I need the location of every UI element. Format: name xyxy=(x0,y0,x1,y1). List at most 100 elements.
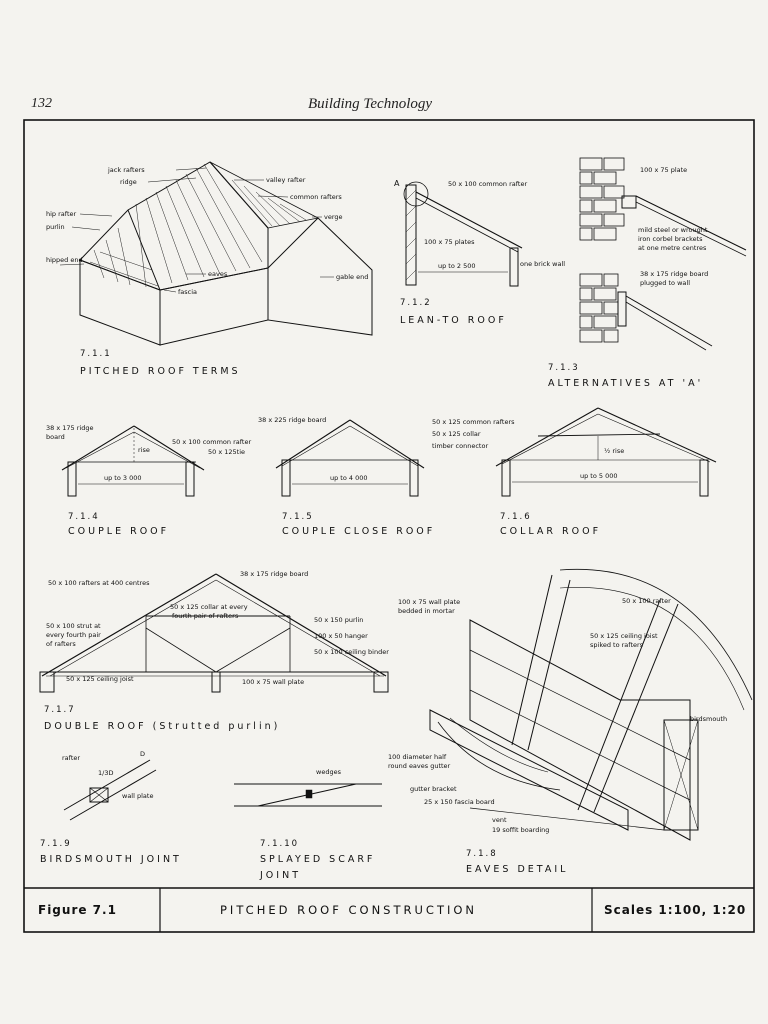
alternatives-at-a-drawing: 100 x 75 plate mild steel or wrought iro… xyxy=(548,157,747,389)
fig-7-1-10-caption-line2: JOINT xyxy=(259,870,301,881)
label-valley-rafter: valley rafter xyxy=(266,176,306,184)
label-rise: rise xyxy=(138,446,150,454)
label-wall-plate-eaves: 100 x 75 wall plate xyxy=(398,598,460,606)
label-purlin: purlin xyxy=(46,223,65,231)
label-ridge-board: 38 x 175 ridge board xyxy=(640,270,708,278)
label-plugged-to-wall: plugged to wall xyxy=(640,279,690,287)
label-tie-50x125: 50 x 125tie xyxy=(208,448,245,456)
label-rafter-50x100: 50 x 100 rafter xyxy=(622,597,671,605)
label-common-rafters-50x125: 50 x 125 common rafters xyxy=(432,418,515,426)
label-gutter-bracket: gutter bracket xyxy=(410,785,457,793)
label-span-4000: up to 4 000 xyxy=(330,474,368,482)
label-plate-100x75: 100 x 75 plate xyxy=(640,166,687,174)
fig-7-1-5-caption: COUPLE CLOSE ROOF xyxy=(282,526,435,537)
label-purlin-50x150: 50 x 150 purlin xyxy=(314,616,363,624)
fig-7-1-8-caption: EAVES DETAIL xyxy=(466,864,568,875)
label-collar-every: 50 x 125 collar at every xyxy=(170,603,248,611)
title-block-scales: Scales 1:100, 1:20 xyxy=(604,903,746,917)
label-of-rafters: of rafters xyxy=(46,640,76,648)
couple-close-roof-drawing: 38 x 225 ridge board up to 4 000 7.1.5 C… xyxy=(258,416,435,537)
couple-roof-drawing: 38 x 175 ridge board 50 x 100 common raf… xyxy=(46,424,251,537)
label-jack-rafters: jack rafters xyxy=(107,166,145,174)
collar-roof-drawing: 50 x 125 common rafters 50 x 125 collar … xyxy=(432,407,717,537)
label-common-rafters: common rafters xyxy=(290,193,342,201)
fig-7-1-5-number: 7.1.5 xyxy=(282,512,314,522)
label-plates: 100 x 75 plates xyxy=(424,238,475,246)
label-span-3000: up to 3 000 xyxy=(104,474,142,482)
fig-7-1-2-number: 7.1.2 xyxy=(400,298,432,308)
marker-a: A xyxy=(394,179,400,188)
label-timber-connector: timber connector xyxy=(432,442,488,450)
fig-7-1-3-number: 7.1.3 xyxy=(548,363,580,373)
label-wall-plate-double: 100 x 75 wall plate xyxy=(242,678,304,686)
fig-7-1-1-caption: PITCHED ROOF TERMS xyxy=(80,366,241,377)
title-block-title: PITCHED ROOF CONSTRUCTION xyxy=(220,903,477,917)
label-wedges: wedges xyxy=(316,768,342,776)
figure-frame xyxy=(23,119,755,933)
label-span-2500: up to 2 500 xyxy=(438,262,476,270)
fig-7-1-6-caption: COLLAR ROOF xyxy=(500,526,601,537)
label-birdsmouth: birdsmouth xyxy=(690,715,727,723)
fig-7-1-6-number: 7.1.6 xyxy=(500,512,532,522)
fig-7-1-3-caption: ALTERNATIVES AT 'A' xyxy=(548,378,703,389)
fig-7-1-4-number: 7.1.4 xyxy=(68,512,100,522)
label-ceiling-binder: 50 x 100 ceiling binder xyxy=(314,648,389,656)
fig-7-1-10-number: 7.1.10 xyxy=(260,839,299,849)
label-collar-50x125: 50 x 125 collar xyxy=(432,430,481,438)
title-block-figure: Figure 7.1 xyxy=(38,903,117,917)
label-ridge-board-38x225: 38 x 225 ridge board xyxy=(258,416,326,424)
label-ridge-board-double: 38 x 175 ridge board xyxy=(240,570,308,578)
label-half-rise: ½ rise xyxy=(604,447,624,455)
label-gable-end: gable end xyxy=(336,273,368,281)
label-one-brick-wall: one brick wall xyxy=(520,260,565,268)
fig-7-1-2-caption: LEAN-TO ROOF xyxy=(400,315,507,326)
label-mild-steel: mild steel or wrought xyxy=(638,226,708,234)
label-corbel-brackets: iron corbel brackets xyxy=(638,235,703,243)
label-rafter-bm: rafter xyxy=(62,754,80,762)
label-spiked-to-rafters: spiked to rafters xyxy=(590,641,644,649)
label-ceiling-joist: 50 x 125 ceiling joist xyxy=(66,675,134,683)
label-one-metre-centres: at one metre centres xyxy=(638,244,707,252)
label-third-d: 1/3D xyxy=(98,769,113,777)
label-d: D xyxy=(140,750,145,758)
label-common-rafter: 50 x 100 common rafter xyxy=(448,180,527,188)
label-hipped-end: hipped end xyxy=(46,256,83,264)
label-ridge: ridge xyxy=(120,178,137,186)
eaves-detail-drawing: 100 x 75 wall plate bedded in mortar 50 … xyxy=(388,568,753,875)
label-hip-rafter: hip rafter xyxy=(46,210,76,218)
label-strut: 50 x 100 strut at xyxy=(46,622,101,630)
label-eaves-gutter: round eaves gutter xyxy=(388,762,451,770)
label-bedded-in-mortar: bedded in mortar xyxy=(398,607,455,615)
label-rafters-400: 50 x 100 rafters at 400 centres xyxy=(48,579,150,587)
label-soffit-boarding: 19 soffit boarding xyxy=(492,826,549,834)
label-verge: verge xyxy=(324,213,343,221)
fig-7-1-9-number: 7.1.9 xyxy=(40,839,72,849)
pitched-roof-terms-drawing: jack rafters ridge valley rafter common … xyxy=(46,161,373,377)
birdsmouth-joint-drawing: rafter D 1/3D wall plate 7.1.9 BIRDSMOUT… xyxy=(40,750,182,865)
label-common-rafter-50x100: 50 x 100 common rafter xyxy=(172,438,251,446)
label-wall-plate-bm: wall plate xyxy=(122,792,153,800)
fig-7-1-4-caption: COUPLE ROOF xyxy=(68,526,169,537)
label-ceiling-joist-eaves: 50 x 125 ceiling joist xyxy=(590,632,658,640)
lean-to-roof-drawing: A 50 x 100 common rafter 100 x 75 plates… xyxy=(394,179,565,326)
label-fascia: fascia xyxy=(178,288,197,296)
label-half-round: 100 diameter half xyxy=(388,753,447,761)
fig-7-1-10-caption: SPLAYED SCARF xyxy=(260,854,375,865)
double-roof-drawing: 38 x 175 ridge board 50 x 100 rafters at… xyxy=(39,570,389,732)
fig-7-1-1-number: 7.1.1 xyxy=(80,349,112,359)
label-vent: vent xyxy=(492,816,507,824)
fig-7-1-8-number: 7.1.8 xyxy=(466,849,498,859)
label-every-fourth-pair: every fourth pair xyxy=(46,631,101,639)
fig-7-1-9-caption: BIRDSMOUTH JOINT xyxy=(40,854,182,865)
label-span-5000: up to 5 000 xyxy=(580,472,618,480)
label-fascia-board: 25 x 150 fascia board xyxy=(424,798,495,806)
fig-7-1-7-number: 7.1.7 xyxy=(44,705,76,715)
fig-7-1-7-caption: DOUBLE ROOF (Strutted purlin) xyxy=(44,721,280,732)
book-title: Building Technology xyxy=(308,96,433,112)
label-hanger: 100 x 50 hanger xyxy=(314,632,368,640)
label-ridge-38x175: 38 x 175 ridge xyxy=(46,424,93,432)
label-fourth-pair: fourth pair of rafters xyxy=(172,612,239,620)
page-number: 132 xyxy=(31,96,52,111)
